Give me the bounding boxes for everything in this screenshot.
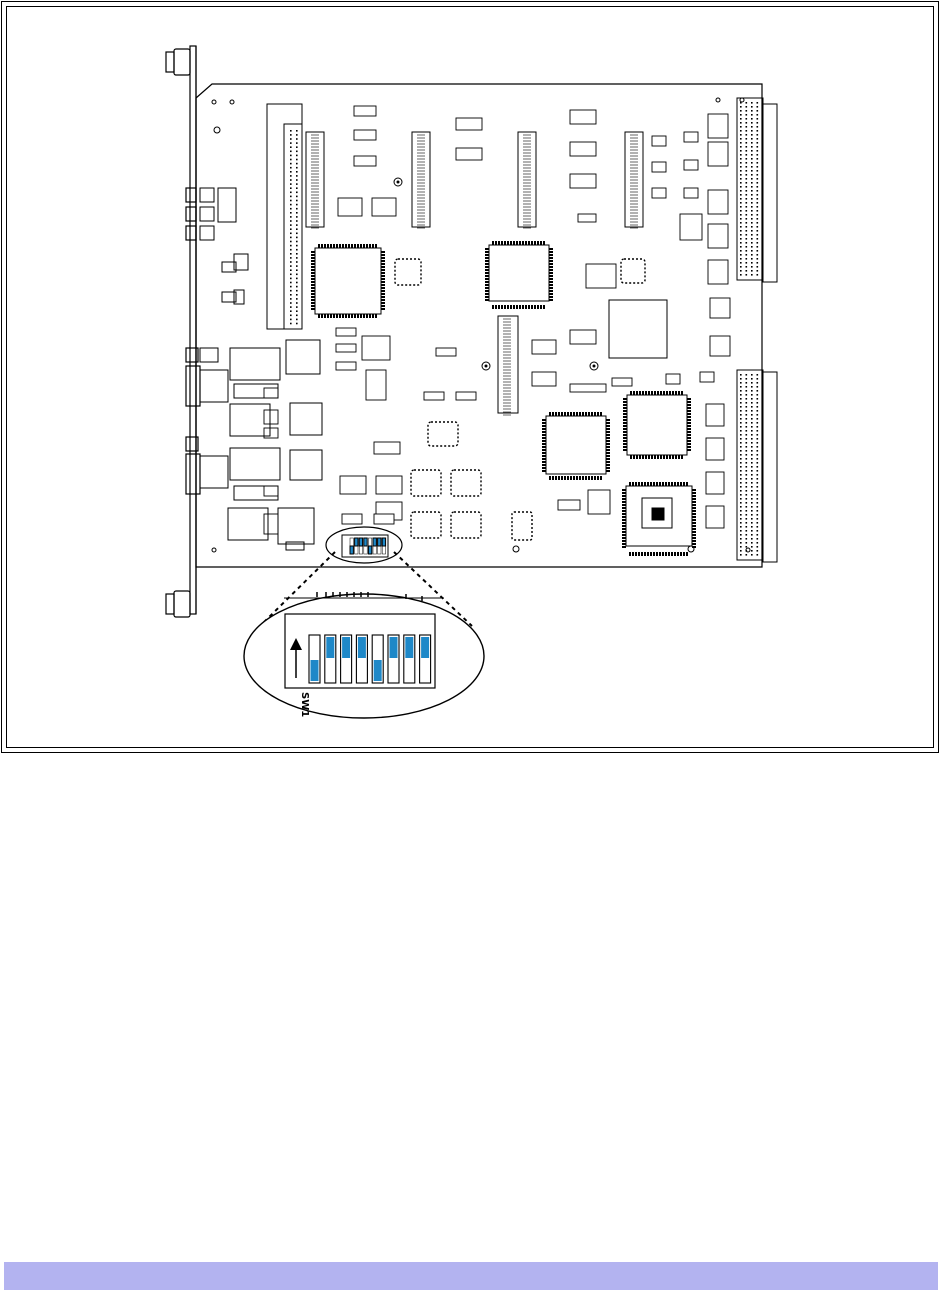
circuit-board-diagram: SW1	[2, 2, 940, 754]
switch-actuator-3	[342, 637, 350, 658]
front-panel	[166, 46, 200, 617]
large-packages	[290, 241, 696, 556]
switch-actuator-5	[374, 660, 382, 681]
small-switch-actuator-2	[355, 538, 358, 546]
switch-actuator-2	[326, 637, 334, 658]
dip-switch-onboard	[342, 535, 388, 557]
small-switch-actuator-4	[364, 538, 367, 546]
switch-actuator-4	[358, 637, 366, 658]
small-switch-actuator-1	[350, 546, 353, 554]
switch-actuator-1	[311, 660, 319, 681]
switch-label: SW1	[299, 692, 310, 717]
callout-ellipse-large: SW1	[244, 592, 484, 718]
small-switch-actuator-3	[359, 538, 362, 546]
rear-connector-top	[737, 98, 777, 282]
switch-actuator-8	[421, 637, 429, 658]
small-switch-actuator-6	[373, 538, 376, 546]
rear-connector-bottom	[737, 370, 777, 562]
switch-actuator-6	[390, 637, 398, 658]
small-switch-actuator-8	[382, 538, 385, 546]
small-switch-actuator-7	[378, 538, 381, 546]
figure-frame: SW1	[1, 1, 939, 753]
left-header-strip	[267, 104, 302, 329]
footer-bar	[4, 1262, 938, 1290]
switch-actuator-7	[405, 637, 413, 658]
small-switch-actuator-5	[368, 546, 371, 554]
